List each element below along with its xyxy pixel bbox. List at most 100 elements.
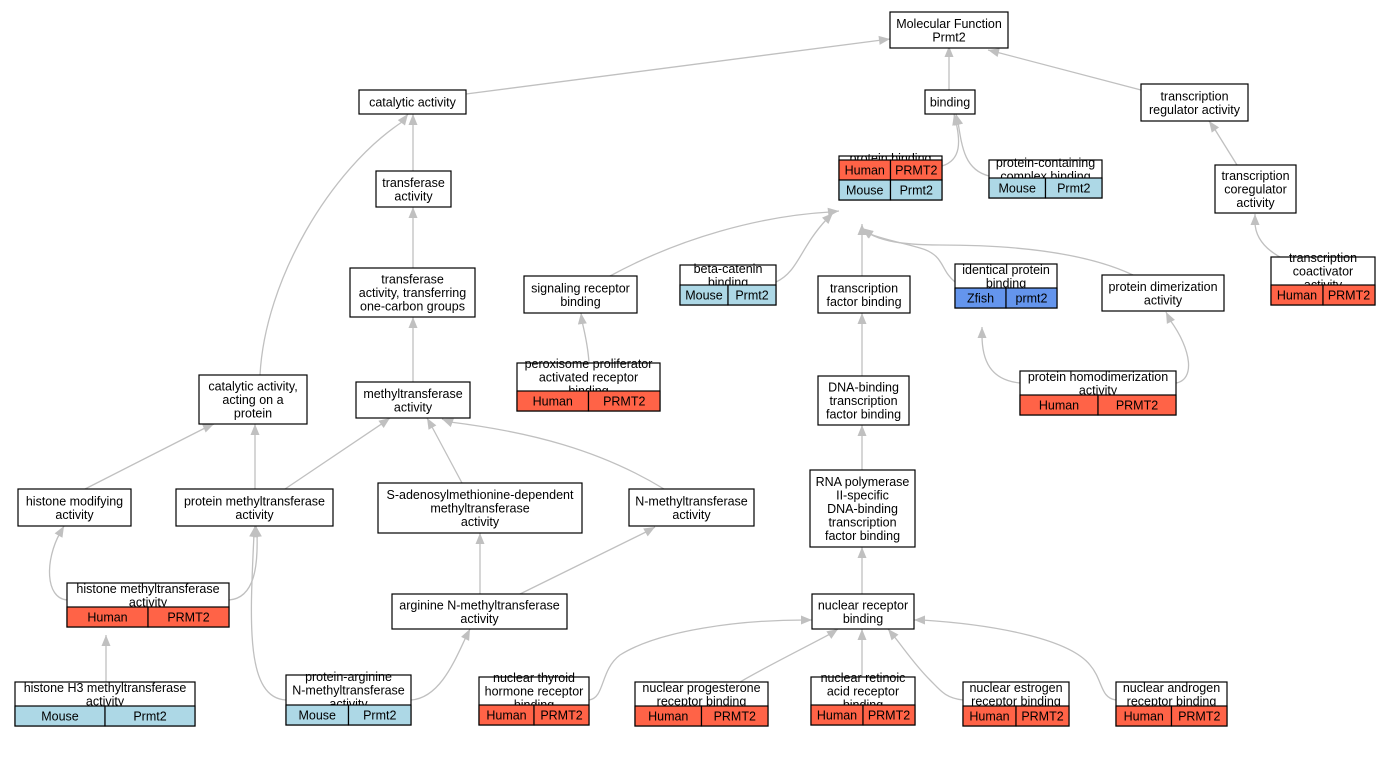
term-label: peroxisome proliferator: [525, 357, 653, 371]
term-label: activity: [460, 612, 499, 626]
term-label: hormone receptor: [485, 685, 584, 699]
gene-label: PRMT2: [868, 709, 910, 723]
term-box: [1101, 274, 1225, 312]
go-term-binding[interactable]: binding: [924, 89, 976, 115]
edge-pmt-mt-arrowhead: [378, 418, 390, 429]
species-label: Human: [648, 710, 688, 724]
edge-phd-ipb-arrowhead: [977, 327, 987, 338]
term-label: activity: [55, 508, 94, 522]
term-label: RNA polymerase: [816, 475, 910, 489]
term-label: regulator activity: [1149, 103, 1241, 117]
term-label: transcription: [1160, 89, 1228, 103]
term-label: transcription: [1221, 169, 1289, 183]
edge-nthr-nrb-arrowhead: [801, 615, 812, 625]
go-term-tcoact[interactable]: transcriptioncoactivatoractivityHumanPRM…: [1270, 251, 1376, 306]
gene-cell: [1015, 705, 1070, 727]
term-label: activity: [1236, 196, 1275, 210]
term-label: activity: [129, 595, 168, 609]
term-label: activity: [394, 400, 433, 414]
edge-pmt-cap-arrowhead: [250, 424, 260, 435]
gene-label: PRMT2: [1116, 399, 1158, 413]
term-label: activity: [1144, 293, 1183, 307]
edge-rnap-dbtfb-arrowhead: [857, 425, 867, 436]
term-label: receptor binding: [1127, 694, 1217, 708]
term-label: binding: [930, 96, 970, 110]
term-label: arginine N-methyltransferase: [399, 598, 560, 612]
gene-cell: [147, 606, 230, 628]
edge-anmt-nmt: [519, 530, 649, 595]
term-label: receptor binding: [971, 694, 1061, 708]
edge-nandr-nrb: [921, 619, 1117, 701]
term-box: [375, 170, 452, 208]
term-label: activity: [1079, 383, 1118, 397]
gene-cell: [1005, 287, 1058, 309]
term-box: [349, 267, 476, 318]
term-label: protein homodimerization: [1028, 370, 1168, 384]
term-box: [817, 275, 911, 314]
edge-srb-pb: [609, 211, 831, 277]
go-term-h3mt[interactable]: histone H3 methyltransferaseactivityMous…: [14, 681, 196, 727]
edge-tcoreg-tra: [1213, 127, 1238, 166]
edge-tcoact-tcoreg-arrowhead: [1250, 214, 1260, 225]
edge-hmt-hma-arrowhead: [54, 526, 64, 538]
term-box: [811, 593, 915, 630]
term-label: nuclear receptor: [818, 598, 908, 612]
term-label: catalytic activity,: [208, 380, 297, 394]
edge-cap-catalytic: [259, 121, 403, 376]
term-label: histone methyltransferase: [76, 582, 219, 596]
go-term-sam[interactable]: S-adenosylmethionine-dependentmethyltran…: [377, 482, 583, 534]
species-label: Human: [845, 164, 885, 178]
term-label: histone H3 methyltransferase: [24, 681, 187, 695]
go-term-rnap[interactable]: RNA polymeraseII-specificDNA-bindingtran…: [809, 469, 916, 548]
edge-pdim-pb: [869, 233, 1134, 276]
edge-pcc-binding: [957, 121, 990, 177]
edge-sam-mt: [430, 424, 463, 484]
term-label: catalytic activity: [369, 96, 457, 110]
go-term-panmt[interactable]: protein-arginineN-methyltransferaseactiv…: [285, 670, 412, 726]
edge-anmt-sam-arrowhead: [475, 533, 485, 544]
gene-label: Prmt2: [133, 710, 166, 724]
edge-pmt-mt: [284, 422, 384, 490]
edge-nestr-nrb-arrowhead: [888, 629, 899, 641]
edge-sam-mt-arrowhead: [427, 418, 437, 430]
term-label: transferase: [381, 273, 444, 287]
term-label: Prmt2: [932, 30, 965, 44]
species-label: Mouse: [41, 710, 79, 724]
species-label: Mouse: [846, 184, 884, 198]
term-label: beta-catenin: [694, 262, 763, 276]
term-label: binding: [560, 295, 600, 309]
edge-catalytic-mf-arrowhead: [878, 35, 890, 45]
gene-cell: [727, 284, 777, 306]
term-label: binding: [843, 612, 883, 626]
go-term-catalytic[interactable]: catalytic activity: [358, 89, 467, 115]
edge-h3mt-hmt-arrowhead: [101, 635, 111, 646]
